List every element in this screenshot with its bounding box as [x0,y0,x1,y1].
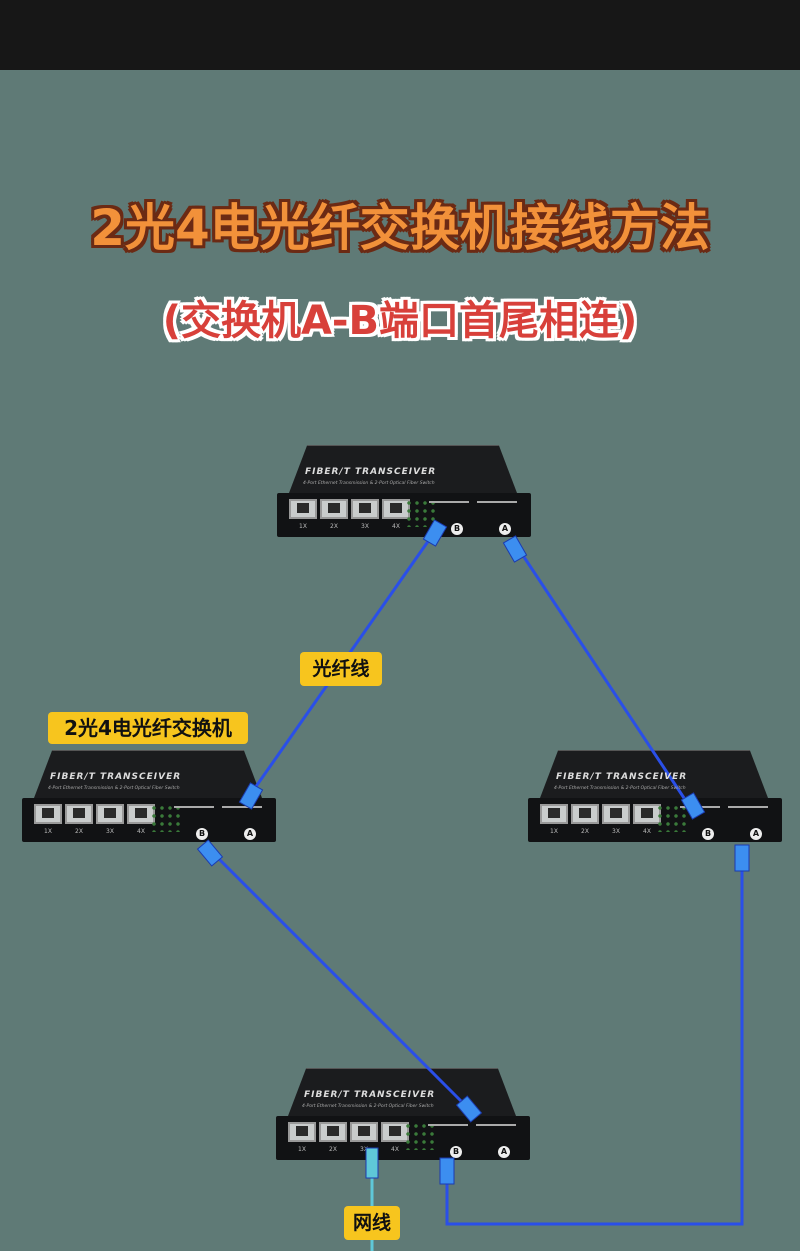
fiber-cable-label: 光纤线 [300,652,382,686]
ethernet-port[interactable] [96,804,124,824]
port-label: 4X [643,828,651,835]
ethernet-port[interactable] [319,1122,347,1142]
port-label: 4X [137,828,145,835]
port-a-tag: A [750,828,762,840]
ethernet-port[interactable] [288,1122,316,1142]
network-cable-label: 网线 [344,1206,400,1240]
ethernet-port[interactable] [289,499,317,519]
port-label: 2X [329,1146,337,1153]
switch-front-panel: 1X 2X 3X 4X B A [22,798,276,842]
fiber-port-b[interactable] [429,501,469,521]
switch-brand: FIBER/T TRANSCEIVER [556,772,688,782]
ethernet-port[interactable] [351,499,379,519]
ethernet-port[interactable] [320,499,348,519]
fiber-cable-left-b-to-bottom-a [208,848,470,1110]
port-a-tag: A [498,1146,510,1158]
port-label: 2X [330,523,338,530]
port-label: 1X [550,828,558,835]
ethernet-port[interactable] [34,804,62,824]
port-label: 1X [44,828,52,835]
port-b-tag: B [702,828,714,840]
connector-icon [680,792,706,820]
fiber-cable-top-a-to-right-b [514,544,694,811]
switch-top-panel [34,750,262,798]
port-a-tag: A [244,828,256,840]
ethernet-port[interactable] [540,804,568,824]
port-label: 2X [581,828,589,835]
switch-front-panel: 1X 2X 3X 4X B A [276,1116,530,1160]
port-label: 1X [298,1146,306,1153]
ethernet-port[interactable] [350,1122,378,1142]
fiber-port-a[interactable] [222,806,262,826]
switch-brand: FIBER/T TRANSCEIVER [50,772,182,782]
port-a-tag: A [499,523,511,535]
switch-right: FIBER/T TRANSCEIVER 4-Port Ethernet Trans… [528,750,782,842]
port-label: 2X [75,828,83,835]
switch-top-panel [540,750,768,798]
fiber-port-a[interactable] [728,806,768,826]
switch-brand: FIBER/T TRANSCEIVER [304,1090,436,1100]
port-b-tag: B [196,828,208,840]
switch-bottom: FIBER/T TRANSCEIVER 4-Port Ethernet Trans… [276,1068,530,1160]
fiber-port-b[interactable] [428,1124,468,1144]
port-label: 3X [360,1146,368,1153]
fiber-port-a[interactable] [477,501,517,521]
connector-icon [734,844,750,872]
ethernet-port[interactable] [602,804,630,824]
status-leds [656,804,686,832]
switch-description: 4-Port Ethernet Transmission & 2-Port Op… [303,481,435,486]
switch-description: 4-Port Ethernet Transmission & 2-Port Op… [48,786,180,791]
port-b-tag: B [450,1146,462,1158]
switch-top: FIBER/T TRANSCEIVER 4-Port Ethernet Trans… [277,445,531,537]
switch-top-panel [288,1068,516,1116]
fiber-cable-right-a-to-bottom-b [445,848,744,1226]
switch-name-label: 2光4电光纤交换机 [48,712,248,744]
switch-description: 4-Port Ethernet Transmission & 2-Port Op… [302,1104,434,1109]
switch-top-panel [289,445,517,493]
connector-icon [439,1157,455,1185]
port-label: 3X [106,828,114,835]
port-label: 4X [392,523,400,530]
switch-brand: FIBER/T TRANSCEIVER [305,467,437,477]
connector-icon [422,519,448,547]
port-label: 4X [391,1146,399,1153]
switch-front-panel: 1X 2X 3X 4X B A [277,493,531,537]
connector-icon [455,1095,483,1123]
ethernet-port[interactable] [571,804,599,824]
fiber-port-a[interactable] [476,1124,516,1144]
port-label: 1X [299,523,307,530]
port-label: 3X [361,523,369,530]
connector-icon [502,535,528,563]
status-leds [404,1122,434,1150]
ethernet-port[interactable] [65,804,93,824]
switch-left: FIBER/T TRANSCEIVER 4-Port Ethernet Trans… [22,750,276,842]
top-bar [0,0,800,70]
connector-icon [196,839,224,867]
status-leds [405,499,435,527]
page-title: 2光4电光纤交换机接线方法 [90,199,710,257]
switch-description: 4-Port Ethernet Transmission & 2-Port Op… [554,786,686,791]
fiber-port-b[interactable] [174,806,214,826]
port-label: 3X [612,828,620,835]
page-subtitle: (交换机A-B端口首尾相连) [162,298,638,344]
status-leds [150,804,180,832]
port-b-tag: B [451,523,463,535]
switch-front-panel: 1X 2X 3X 4X B A [528,798,782,842]
connector-icon [238,782,264,810]
connector-icon [365,1147,379,1179]
